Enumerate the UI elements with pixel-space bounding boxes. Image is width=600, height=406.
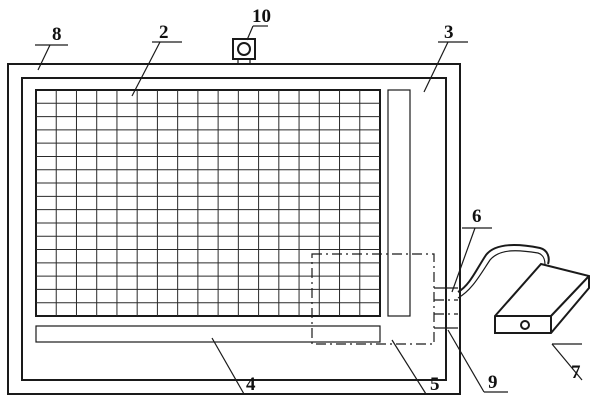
outer-frame — [7, 63, 461, 395]
label-3: 3 — [444, 22, 454, 43]
label-4: 4 — [246, 374, 256, 395]
battery-box — [494, 262, 590, 334]
label-9: 9 — [488, 372, 498, 393]
label-2: 2 — [159, 22, 169, 43]
label-6: 6 — [472, 206, 482, 227]
leader-lines — [35, 25, 583, 395]
side-strip — [387, 89, 411, 317]
power-switch-icon — [520, 320, 530, 330]
inner-frame — [21, 77, 447, 381]
label-8: 8 — [52, 24, 62, 45]
label-5: 5 — [430, 374, 440, 395]
label-10: 10 — [252, 6, 271, 27]
grid-panel — [35, 89, 381, 317]
bottom-strip — [35, 325, 381, 343]
cable — [457, 244, 550, 293]
label-7: 7 — [571, 362, 581, 383]
dashed-module — [311, 253, 435, 345]
top-button — [232, 38, 256, 64]
